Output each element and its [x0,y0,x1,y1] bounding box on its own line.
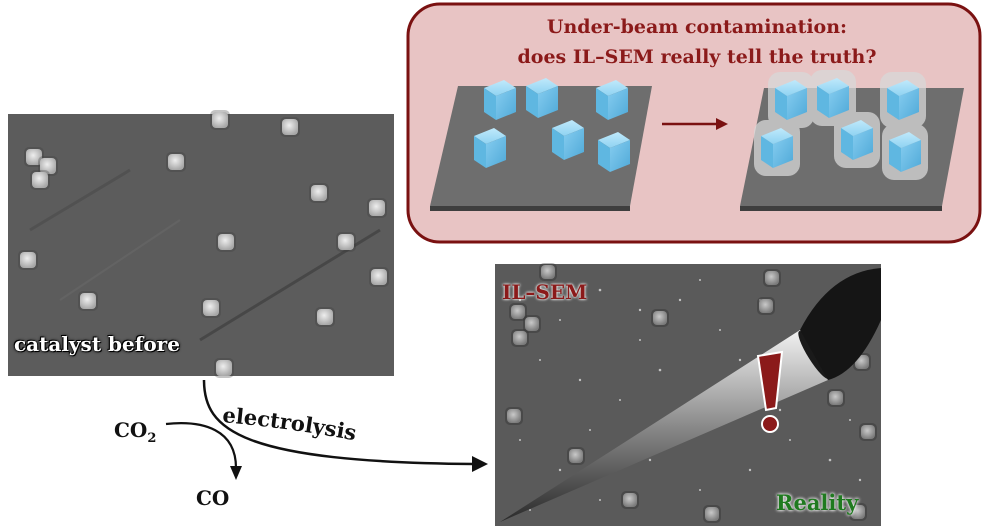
substrate-clean [430,78,652,211]
curved-arrow-icon [165,422,242,480]
substrate-contaminated [740,70,964,211]
callout-title: Under-beam contamination: does IL–SEM re… [408,12,986,72]
contamination-callout [406,2,982,244]
peeled-corner [800,268,881,380]
reactant-label: CO2 [114,418,156,446]
product-label: CO [196,486,230,510]
sem-image-after [495,263,881,526]
reactant-formula: CO [114,418,148,442]
ilsem-label: IL–SEM [502,280,588,304]
electrolysis-arrow [202,379,488,472]
sem-image-before [8,110,394,378]
process-label: electrolysis [222,402,359,445]
catalyst-before-label: catalyst before [14,332,180,356]
process-label-text: electrolysis [222,402,359,445]
arrow-right-icon [662,118,728,130]
reality-label: Reality [776,490,859,515]
reactant-subscript: 2 [147,431,157,446]
callout-title-line2: does IL–SEM really tell the truth? [517,46,877,68]
callout-title-line1: Under-beam contamination: [546,16,848,38]
exclamation-icon [756,350,784,433]
